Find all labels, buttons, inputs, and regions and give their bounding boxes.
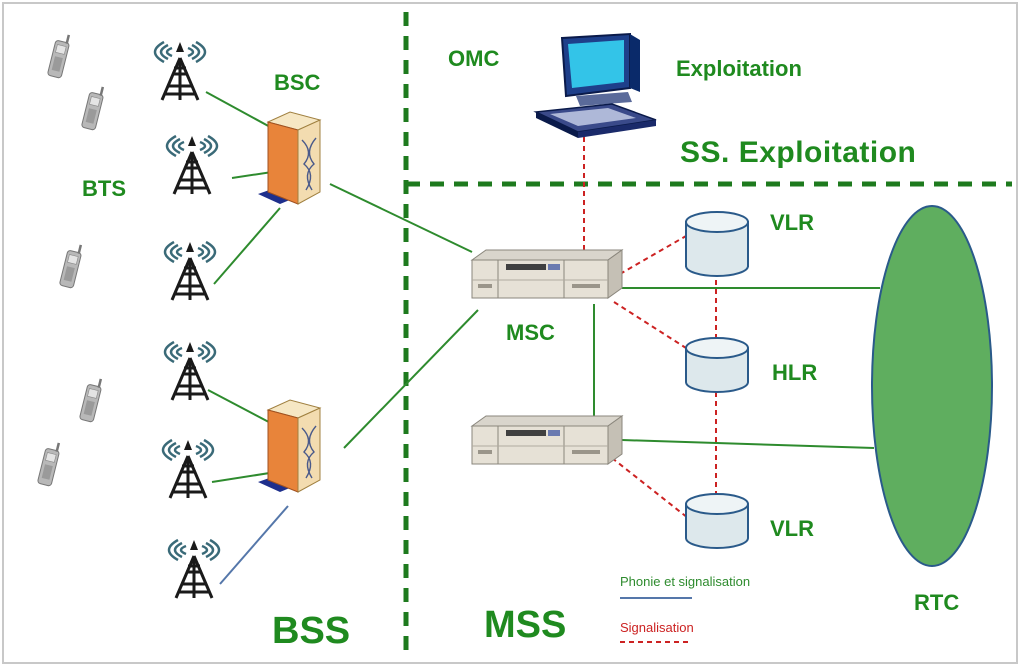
ss-exploitation-label: SS. Exploitation [680, 136, 917, 169]
switch-rack-icon [471, 415, 623, 465]
mobile-phone-icon [78, 375, 105, 423]
legend-phonie-text: Phonie et signalisation [620, 574, 751, 589]
antenna-tower-icon [165, 134, 219, 196]
database-cylinder-icon [685, 211, 749, 277]
mss-label: MSS [484, 604, 567, 646]
exploitation-label: Exploitation [676, 56, 802, 81]
bsc1-msc-link [329, 183, 473, 253]
antenna-tower-icon [153, 40, 207, 102]
rtc-label: RTC [914, 590, 960, 615]
bsc-label: BSC [274, 70, 321, 95]
mobile-phone-icon [58, 241, 85, 289]
computer-terminal-icon [533, 32, 657, 138]
database-cylinder-icon [685, 493, 749, 549]
bts-bsc-links [205, 91, 285, 483]
bts-bsc-link-blue [219, 505, 289, 585]
rtc-ellipse [871, 205, 993, 567]
mobile-phone-icon [80, 83, 107, 131]
vlr-bottom-label: VLR [770, 516, 814, 541]
bsc2-msc-link [343, 309, 479, 449]
mobile-phone-icon [46, 31, 73, 79]
mobile-phone-icon [36, 439, 63, 487]
omc-label: OMC [448, 46, 500, 71]
antenna-tower-icon [167, 538, 221, 600]
antenna-tower-icon [163, 340, 217, 402]
msc-rtc-link-bottom [621, 439, 875, 449]
switch-rack-icon [471, 249, 623, 299]
bsc-cabinet-icon [257, 399, 321, 493]
hlr-label: HLR [772, 360, 818, 385]
bts-label: BTS [82, 176, 126, 201]
antenna-tower-icon [161, 438, 215, 500]
database-cylinder-icon [685, 337, 749, 393]
msc-label: MSC [506, 320, 555, 345]
vlr-top-label: VLR [770, 210, 814, 235]
bss-label: BSS [272, 610, 351, 652]
antenna-tower-icon [163, 240, 217, 302]
legend-signalisation-text: Signalisation [620, 620, 694, 635]
